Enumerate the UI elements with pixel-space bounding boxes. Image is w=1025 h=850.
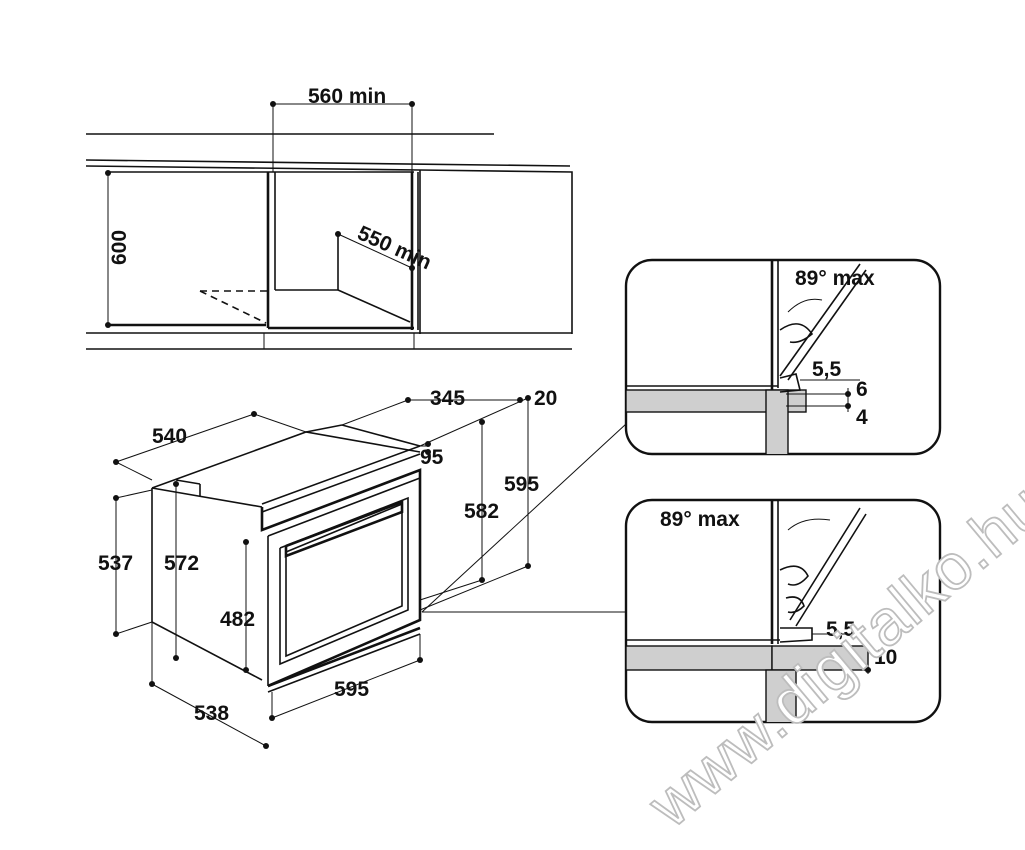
side-height-label: 537 [98, 552, 133, 575]
front-height-label: 595 [504, 473, 539, 496]
oven-body-drawing: 540 345 20 95 595 582 537 [98, 387, 627, 749]
niche-width-label: 560 min [308, 85, 386, 108]
detail-panel-bottom: 89° max 5,5 10 [624, 498, 942, 724]
body-height-inner-label: 582 [464, 500, 499, 523]
top-step-b-label: 4 [856, 406, 868, 429]
niche-depth-label: 550 min [354, 222, 435, 275]
top-step-a-label: 6 [856, 378, 868, 401]
bottom-angle-label: 89° max [660, 508, 740, 531]
niche-height-label: 600 [108, 230, 131, 265]
top-gap-label: 5,5 [812, 358, 842, 381]
bottom-depth-label: 538 [194, 702, 229, 725]
oven-depth-top-label: 540 [152, 425, 187, 448]
bottom-gap-label: 5,5 [826, 618, 856, 641]
door-height-label: 482 [220, 608, 255, 631]
panel-step-label: 95 [420, 446, 444, 469]
detail-panel-top: 89° max 5,5 6 4 [624, 258, 942, 456]
bottom-step-label: 10 [874, 646, 897, 669]
body-height-label: 572 [164, 552, 199, 575]
oven-depth-panel-label: 345 [430, 387, 465, 410]
front-width-label: 595 [334, 678, 369, 701]
top-angle-label: 89° max [795, 267, 875, 290]
frame-thickness-label: 20 [534, 387, 557, 410]
cabinet-niche-drawing: 560 min 600 550 min [85, 85, 573, 350]
